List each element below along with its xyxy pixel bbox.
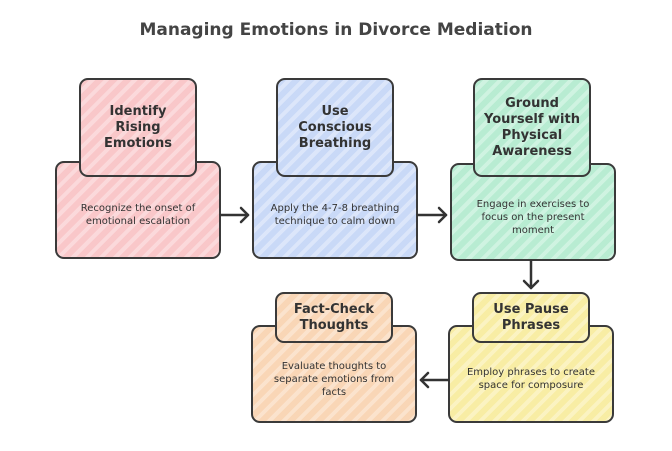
step-2-description: Apply the 4-7-8 breathing technique to c… [270, 203, 400, 227]
arrow-step3-to-step4 [522, 259, 540, 290]
step-1-heading: Identify Rising Emotions [104, 103, 172, 151]
arrow-step1-to-step2 [219, 206, 250, 224]
arrow-step4-to-step5 [419, 371, 450, 389]
step-5-heading-box: Fact-Check Thoughts [275, 292, 393, 343]
diagram-title: Managing Emotions in Divorce Mediation [139, 20, 533, 40]
step-2-heading: Use Conscious Breathing [298, 103, 372, 151]
step-3-heading-box: Ground Yourself with Physical Awareness [473, 78, 591, 177]
step-2-heading-box: Use Conscious Breathing [276, 78, 394, 177]
step-3-heading: Ground Yourself with Physical Awareness [484, 95, 580, 159]
step-2-description-box: Apply the 4-7-8 breathing technique to c… [252, 161, 418, 259]
step-4-heading: Use Pause Phrases [493, 301, 569, 333]
arrow-step2-to-step3 [416, 206, 448, 224]
step-1-description-box: Recognize the onset of emotional escalat… [55, 161, 221, 259]
step-4-description: Employ phrases to create space for compo… [466, 367, 596, 391]
step-5-heading: Fact-Check Thoughts [293, 301, 375, 333]
step-1-heading-box: Identify Rising Emotions [79, 78, 197, 177]
step-4-heading-box: Use Pause Phrases [472, 292, 590, 343]
step-1-description: Recognize the onset of emotional escalat… [80, 203, 196, 227]
step-3-description: Engage in exercises to focus on the pres… [476, 198, 590, 236]
step-5-description: Evaluate thoughts to separate emotions f… [273, 360, 395, 398]
